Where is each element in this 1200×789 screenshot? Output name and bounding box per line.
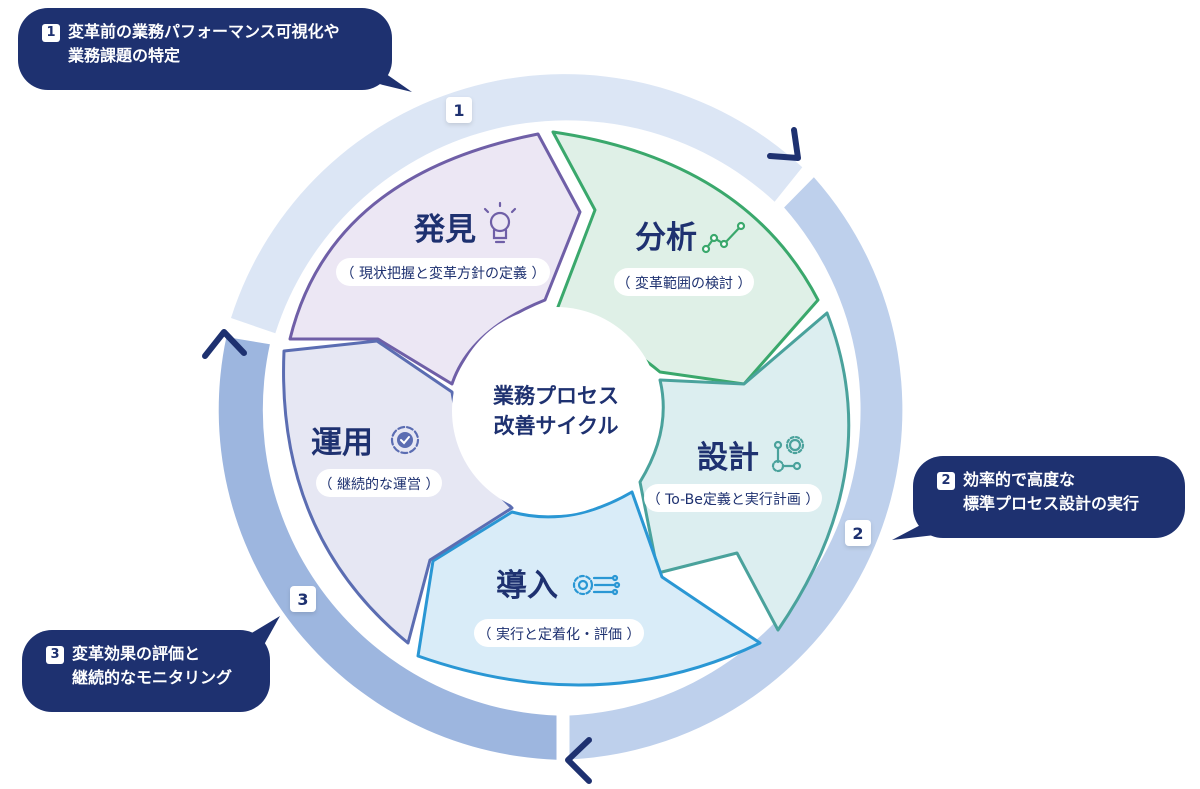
ring-arrow-3 bbox=[202, 329, 247, 359]
ring-arrow-1 bbox=[767, 127, 801, 161]
svg-text:2: 2 bbox=[852, 524, 863, 543]
callout-1-line2: 業務課題の特定 bbox=[68, 46, 181, 65]
phase-design-subtitle-pill bbox=[644, 484, 822, 512]
phase-implement-subtitle: （ 実行と定着化・評価 ） bbox=[478, 627, 641, 643]
callout-2: 2 効率的で高度な 標準プロセス設計の実行 bbox=[913, 456, 1185, 538]
phase-implement-subtitle-pill bbox=[474, 619, 644, 647]
ring-badge-3: 3 bbox=[290, 586, 316, 612]
line-chart-icon bbox=[701, 221, 746, 254]
callout-3-number: 3 bbox=[46, 646, 64, 664]
gear-check-icon bbox=[390, 425, 420, 455]
ring-badge-2: 2 bbox=[845, 520, 871, 546]
ring-arrow-2 bbox=[565, 737, 592, 784]
phase-analyze-subtitle-pill bbox=[614, 268, 754, 296]
ring-badge-1: 1 bbox=[446, 97, 472, 123]
phase-design-title: 設計 bbox=[697, 440, 759, 476]
callout-3-line2: 継続的なモニタリング bbox=[72, 668, 233, 687]
callout-1: 1 変革前の業務パフォーマンス可視化や 業務課題の特定 bbox=[18, 8, 392, 90]
center-title-line2: 改善サイクル bbox=[494, 414, 619, 438]
callout-1-number: 1 bbox=[42, 24, 60, 42]
phase-implement-title: 導入 bbox=[496, 568, 558, 604]
callout-2-line2: 標準プロセス設計の実行 bbox=[963, 494, 1140, 513]
callout-1-line1: 変革前の業務パフォーマンス可視化や bbox=[68, 22, 340, 41]
phase-operate-subtitle-pill bbox=[316, 469, 442, 497]
process-gears-icon bbox=[771, 435, 805, 473]
ring-segment-3 bbox=[218, 337, 557, 760]
phase-operate-subtitle: （ 継続的な運営 ） bbox=[319, 476, 440, 493]
gear-circuit-icon bbox=[572, 574, 621, 596]
ring-segment-2 bbox=[569, 177, 903, 760]
phase-analyze-subtitle: （ 変革範囲の検討 ） bbox=[617, 275, 752, 292]
phase-discover-title: 発見 bbox=[413, 212, 476, 248]
callout-3-line1: 変革効果の評価と bbox=[72, 644, 201, 663]
phase-discover-subtitle: （ 現状把握と変革方針の定義 ） bbox=[341, 265, 546, 282]
phase-discover-subtitle-pill bbox=[336, 258, 550, 286]
phase-design-subtitle: （ To-Be定義と実行計画 ） bbox=[647, 491, 820, 508]
svg-text:3: 3 bbox=[297, 590, 308, 609]
svg-text:1: 1 bbox=[453, 101, 464, 120]
phase-design-shape bbox=[638, 311, 851, 632]
phase-operate-title: 運用 bbox=[311, 425, 373, 461]
callout-3: 3 変革効果の評価と 継続的なモニタリング bbox=[22, 630, 270, 712]
callout-2-number: 2 bbox=[937, 472, 955, 490]
lightbulb-icon bbox=[483, 201, 517, 244]
center-title-line1: 業務プロセス bbox=[493, 384, 619, 408]
ring-segment-1 bbox=[231, 74, 803, 334]
center-circle bbox=[452, 307, 660, 515]
phase-analyze-title: 分析 bbox=[635, 220, 697, 256]
callout-2-line1: 効率的で高度な bbox=[963, 470, 1076, 489]
